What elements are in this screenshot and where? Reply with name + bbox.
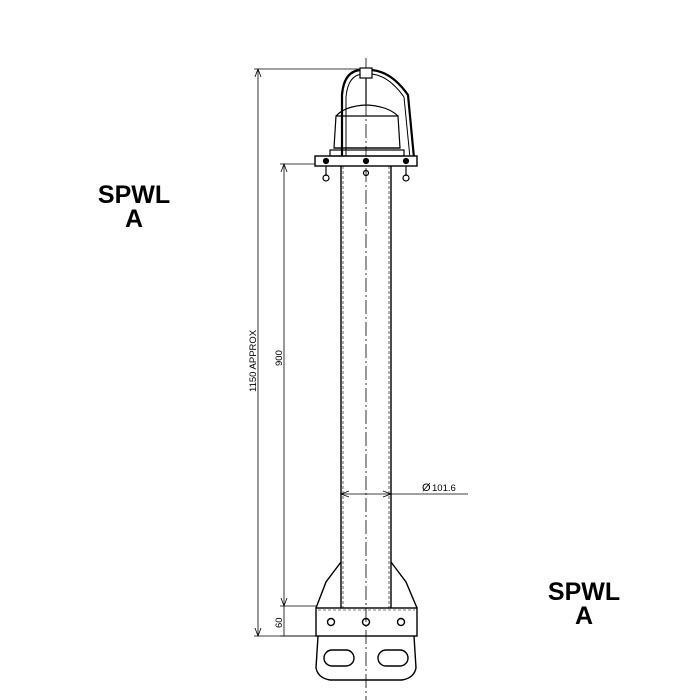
model-label-right: SPWL A — [534, 578, 634, 630]
dimension-diameter-label: 101.6 — [432, 483, 456, 494]
dimension-diameter — [339, 490, 468, 498]
shaft-tube — [340, 166, 392, 608]
model-label-left-line2: A — [124, 205, 144, 233]
model-label-left: SPWL A — [84, 181, 184, 233]
base-bracket — [315, 561, 418, 681]
dimension-base-label: 60 — [274, 617, 285, 628]
model-label-right-line2: A — [574, 602, 594, 630]
dimension-overall-label: 1150 APPROX — [248, 329, 259, 392]
dimension-shaft-label: 900 — [274, 350, 285, 366]
model-label-left-line1: SPWL — [97, 181, 171, 209]
model-label-right-line1: SPWL — [547, 578, 621, 606]
lamp-head — [314, 67, 418, 182]
dimension-overall — [254, 67, 360, 638]
dimension-shaft — [280, 162, 316, 608]
diameter-symbol: Ø — [422, 482, 431, 494]
dimension-base — [280, 606, 316, 637]
